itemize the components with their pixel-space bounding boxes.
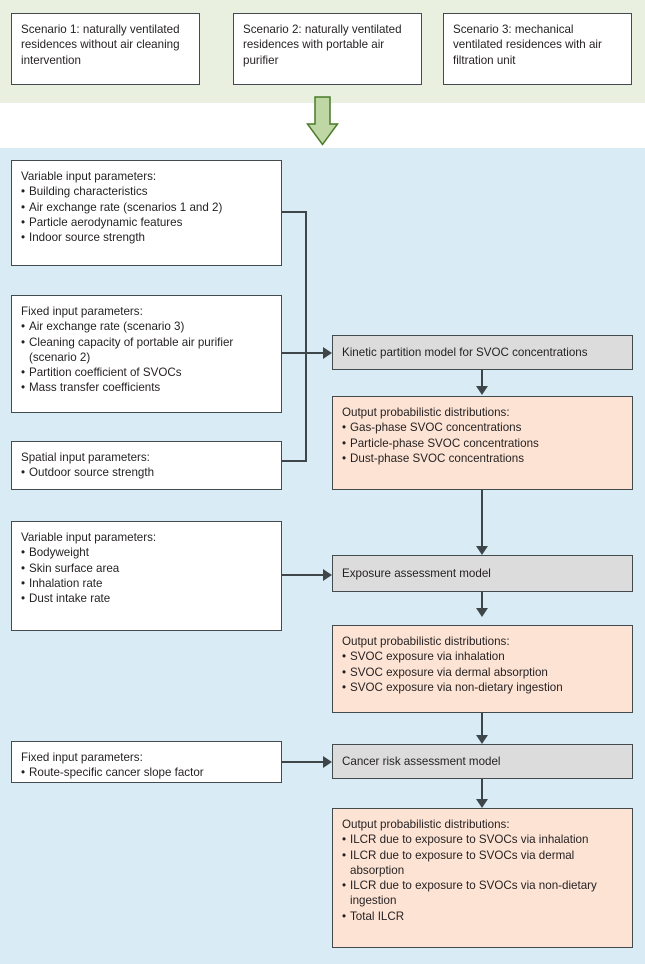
scenario-box-2: Scenario 2: naturally ventilated residen… xyxy=(233,13,422,85)
list-item: ILCR due to exposure to SVOCs via dermal… xyxy=(342,848,623,879)
input-box-variable-parameters-2-list: Bodyweight Skin surface area Inhalation … xyxy=(21,545,272,606)
list-item: Route-specific cancer slope factor xyxy=(21,765,272,781)
connector-fixed2-to-cancer xyxy=(282,761,325,763)
connector-variable2-to-exposure xyxy=(282,574,325,576)
arrow-into-exposure-output xyxy=(475,608,488,617)
arrow-into-concentrations-output xyxy=(475,386,488,395)
model-box-exposure-assessment: Exposure assessment model xyxy=(332,555,633,592)
model-box-cancer-risk-assessment: Cancer risk assessment model xyxy=(332,744,633,779)
model-box-cancer-risk-assessment-label: Cancer risk assessment model xyxy=(342,754,501,768)
input-box-fixed-parameters-2: Fixed input parameters: Route-specific c… xyxy=(11,741,282,783)
input-box-variable-parameters-1-list: Building characteristics Air exchange ra… xyxy=(21,184,272,245)
list-item: Inhalation rate xyxy=(21,576,272,592)
output-box-exposure: Output probabilistic distributions: SVOC… xyxy=(332,625,633,713)
output-box-concentrations-list: Gas-phase SVOC concentrations Particle-p… xyxy=(342,420,623,466)
output-box-concentrations: Output probabilistic distributions: Gas-… xyxy=(332,396,633,490)
input-box-fixed-parameters-1-list: Air exchange rate (scenario 3) Cleaning … xyxy=(21,319,272,396)
list-item: Air exchange rate (scenario 3) xyxy=(21,319,272,335)
output-box-risk-head: Output probabilistic distributions: xyxy=(342,818,510,831)
model-box-exposure-assessment-label: Exposure assessment model xyxy=(342,566,491,580)
scenario-box-1-label: Scenario 1: naturally ventilated residen… xyxy=(21,23,180,67)
list-item: ILCR due to exposure to SVOCs via non-di… xyxy=(342,878,623,909)
scenario-box-1: Scenario 1: naturally ventilated residen… xyxy=(11,13,200,85)
input-box-fixed-parameters-2-list: Route-specific cancer slope factor xyxy=(21,765,272,781)
connector-concentrations-to-exposure xyxy=(481,490,483,547)
input-box-spatial-parameters-head: Spatial input parameters: xyxy=(21,451,150,464)
connector-exposure-output-to-cancer xyxy=(481,713,483,736)
model-box-kinetic-partition: Kinetic partition model for SVOC concent… xyxy=(332,335,633,370)
scenario-box-2-label: Scenario 2: naturally ventilated residen… xyxy=(243,23,402,67)
connector-cancer-to-risk-output xyxy=(481,779,483,800)
input-box-fixed-parameters-1: Fixed input parameters: Air exchange rat… xyxy=(11,295,282,413)
arrow-into-cancer-model xyxy=(475,735,488,744)
list-item: Total ILCR xyxy=(342,909,623,925)
connector-exposure-to-output xyxy=(481,592,483,609)
arrow-into-exposure-model-left xyxy=(323,568,332,581)
arrow-into-kinetic-model xyxy=(323,346,332,359)
connector-fixed1-stub xyxy=(282,352,306,354)
output-box-concentrations-head: Output probabilistic distributions: xyxy=(342,406,510,419)
arrow-into-cancer-model-left xyxy=(323,755,332,768)
list-item: Skin surface area xyxy=(21,561,272,577)
list-item: Partition coefficient of SVOCs xyxy=(21,365,272,381)
output-box-exposure-head: Output probabilistic distributions: xyxy=(342,635,510,648)
input-box-spatial-parameters-list: Outdoor source strength xyxy=(21,465,272,481)
input-box-variable-parameters-1: Variable input parameters: Building char… xyxy=(11,160,282,266)
input-box-spatial-parameters: Spatial input parameters: Outdoor source… xyxy=(11,441,282,490)
input-box-variable-parameters-2-head: Variable input parameters: xyxy=(21,531,157,544)
model-box-kinetic-partition-label: Kinetic partition model for SVOC concent… xyxy=(342,345,588,359)
input-box-variable-parameters-2: Variable input parameters: Bodyweight Sk… xyxy=(11,521,282,631)
list-item: ILCR due to exposure to SVOCs via inhala… xyxy=(342,832,623,848)
list-item: Outdoor source strength xyxy=(21,465,272,481)
list-item: SVOC exposure via non-dietary ingestion xyxy=(342,680,623,696)
connector-spatial-stub xyxy=(282,460,306,462)
input-box-variable-parameters-1-head: Variable input parameters: xyxy=(21,170,157,183)
list-item: SVOC exposure via inhalation xyxy=(342,649,623,665)
list-item: Cleaning capacity of portable air purifi… xyxy=(21,335,272,366)
scenario-box-3: Scenario 3: mechanical ventilated reside… xyxy=(443,13,632,85)
list-item: Air exchange rate (scenarios 1 and 2) xyxy=(21,200,272,216)
output-box-exposure-list: SVOC exposure via inhalation SVOC exposu… xyxy=(342,649,623,695)
list-item: SVOC exposure via dermal absorption xyxy=(342,665,623,681)
list-item: Dust-phase SVOC concentrations xyxy=(342,451,623,467)
scenario-box-3-label: Scenario 3: mechanical ventilated reside… xyxy=(453,23,602,67)
connector-bracket-to-kinetic xyxy=(305,352,325,354)
scenarios-to-model-arrow-icon xyxy=(306,96,339,146)
list-item: Gas-phase SVOC concentrations xyxy=(342,420,623,436)
arrow-into-risk-output xyxy=(475,799,488,808)
input-box-fixed-parameters-2-head: Fixed input parameters: xyxy=(21,751,143,764)
list-item: Building characteristics xyxy=(21,184,272,200)
arrow-into-exposure-model xyxy=(475,546,488,555)
list-item: Particle aerodynamic features xyxy=(21,215,272,231)
output-box-risk-list: ILCR due to exposure to SVOCs via inhala… xyxy=(342,832,623,924)
list-item: Particle-phase SVOC concentrations xyxy=(342,436,623,452)
input-box-fixed-parameters-1-head: Fixed input parameters: xyxy=(21,305,143,318)
list-item: Indoor source strength xyxy=(21,230,272,246)
list-item: Mass transfer coefficients xyxy=(21,380,272,396)
connector-bracket-vertical xyxy=(305,211,307,462)
list-item: Bodyweight xyxy=(21,545,272,561)
connector-variable1-stub xyxy=(282,211,306,213)
connector-kinetic-to-concentrations xyxy=(481,370,483,387)
output-box-risk: Output probabilistic distributions: ILCR… xyxy=(332,808,633,948)
list-item: Dust intake rate xyxy=(21,591,272,607)
